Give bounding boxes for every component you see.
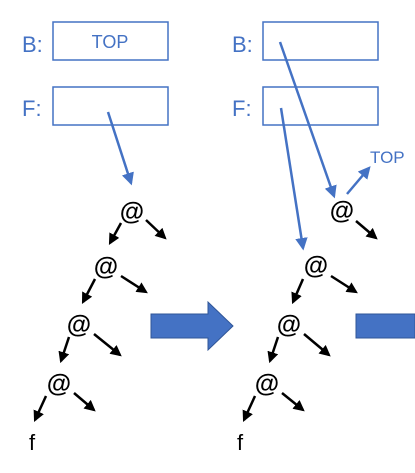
right-spine-arrow-1 xyxy=(291,278,305,305)
left-arg-arrow-2 xyxy=(120,274,148,294)
left-node-4: @ xyxy=(47,370,71,398)
right-node-2: @ xyxy=(277,311,301,339)
left-leaf-f: f xyxy=(29,430,36,455)
right-top-label: TOP xyxy=(370,148,405,167)
left-b-register-box xyxy=(52,21,169,61)
right-arg-arrow-2 xyxy=(303,333,331,357)
left-node-1: @ xyxy=(120,198,144,226)
right-b-label: B: xyxy=(232,32,253,57)
left-f-pointer-arrow xyxy=(106,111,134,186)
left-node-3: @ xyxy=(67,311,91,339)
left-arg-arrow-1 xyxy=(145,219,167,240)
right-f-pointer-arrow xyxy=(279,107,308,251)
right-f-label: F: xyxy=(232,96,252,121)
left-b-register-value: TOP xyxy=(92,32,129,52)
right-leaf-f: f xyxy=(237,430,244,455)
left-spine-arrow-3 xyxy=(58,336,71,364)
right-top-pointer-arrow xyxy=(346,166,371,195)
left-arg-arrow-4 xyxy=(73,392,96,412)
right-node-3: @ xyxy=(255,370,279,398)
right-f-register-box xyxy=(262,86,379,126)
right-arg-arrow-3 xyxy=(281,392,305,412)
right-b-register-box xyxy=(262,21,379,61)
right-top-node: @ xyxy=(330,197,354,225)
left-panel: B: TOP F: @ @ @ @ f xyxy=(22,21,169,455)
right-top-arg-arrow xyxy=(355,220,378,240)
left-node-2: @ xyxy=(94,253,118,281)
left-arg-arrow-3 xyxy=(93,333,122,357)
right-spine-arrow-3 xyxy=(242,395,257,423)
right-spine-arrow-2 xyxy=(267,336,280,364)
right-arg-arrow-1 xyxy=(330,274,358,294)
left-b-label: B: xyxy=(22,32,43,57)
left-spine-arrow-1 xyxy=(108,222,123,245)
right-b-pointer-arrow xyxy=(278,41,337,199)
transition-arrow-1 xyxy=(150,300,234,352)
right-panel: B: F: @ TOP @ @ @ f xyxy=(232,21,405,455)
transition-arrow-2 xyxy=(355,313,415,339)
right-node-1: @ xyxy=(304,252,328,280)
left-spine-arrow-2 xyxy=(81,278,97,304)
left-f-label: F: xyxy=(22,96,42,121)
left-spine-arrow-4 xyxy=(33,395,48,423)
